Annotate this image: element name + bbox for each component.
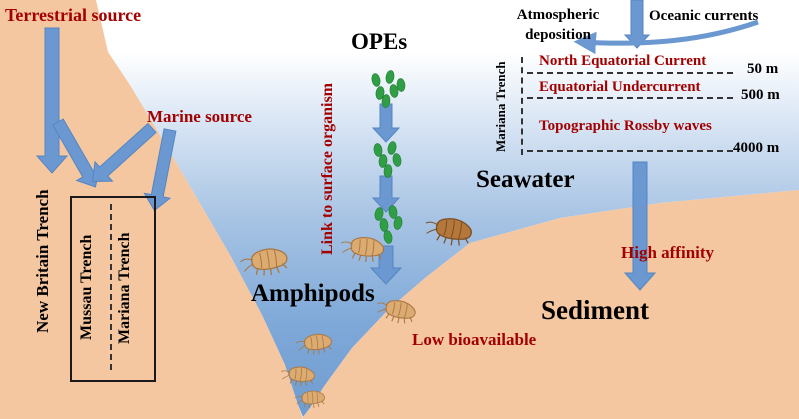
equatorial-undercurrent-label: Equatorial Undercurrent [539,79,701,95]
ope-particles-cluster-2 [373,141,402,178]
sediment-title: Sediment [541,295,649,325]
right-landmass [303,190,799,419]
high-affinity-arrow [623,161,657,291]
mariana-trench-left-label: Mariana Trench [116,232,133,344]
depth-line-4000m [527,150,733,152]
opes-sink-arrow-1 [371,103,401,143]
trench-box-divider [110,204,112,370]
marine-arrow-left [91,122,157,183]
mussau-trench-label: Mussau Trench [78,234,95,340]
atmospheric-deposition-label: Atmospheric deposition [506,5,610,46]
mariana-trench-right-label: Mariana Trench [493,61,508,153]
ope-particles-cluster-1 [371,70,406,108]
depth-line-50m [527,72,733,74]
depth-label-4000m: 4000 m [733,140,780,156]
high-affinity-label: High affinity [621,243,715,262]
amphipods-title: Amphipods [251,280,375,307]
oceanic-currents-label: Oceanic currents [649,8,759,24]
terrestrial-arrow [35,27,69,174]
depth-line-500m [527,97,733,99]
opes-sink-arrow-2 [371,175,401,213]
north-equatorial-current-label: North Equatorial Current [539,53,707,69]
marine-arrow-down [143,128,177,212]
trench-comparison-box [70,196,156,382]
topographic-rossby-waves-label: Topographic Rossby waves [539,118,712,134]
marine-source-label: Marine source [147,107,252,126]
terrestrial-source-label: Terrestrial source [5,5,142,25]
link-to-surface-organism-label: Link to surface organism [319,83,336,255]
depth-label-50m: 50 m [747,61,779,77]
ope-particles-cluster-3 [374,205,403,244]
atmospheric-line-1: Atmospheric [516,7,600,23]
left-landmass [0,0,303,419]
mariana-trench-dashed-line [521,57,523,155]
atmospheric-line-2: deposition [525,27,591,44]
opes-sink-arrow-3 [369,245,403,285]
opes-title: OPEs [351,29,408,54]
new-britain-trench-label: New Britain Trench [33,189,52,333]
low-bioavailable-label: Low bioavailable [412,330,537,349]
seawater-title: Seawater [476,166,575,193]
depth-label-500m: 500 m [741,87,780,103]
oceanic-currents-arrow [573,19,759,55]
